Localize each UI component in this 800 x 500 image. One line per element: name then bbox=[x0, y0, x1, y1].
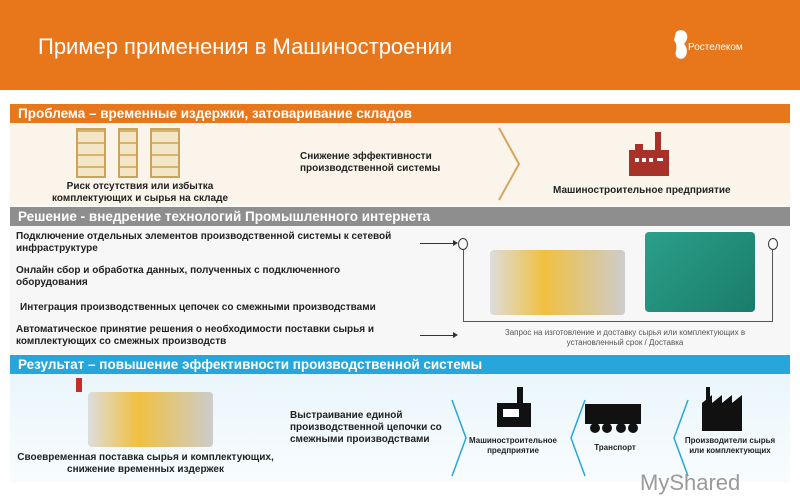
lathe-machine-image bbox=[88, 392, 213, 447]
transport-label: Транспорт bbox=[594, 443, 636, 452]
supplier-factory-icon bbox=[702, 387, 742, 431]
factory-icon bbox=[629, 132, 669, 176]
node-circle-icon bbox=[458, 238, 468, 250]
delivery-text: Своевременная поставка сырья и комплекту… bbox=[17, 452, 274, 475]
problem-header: Проблема – временные издержки, затоварив… bbox=[10, 104, 790, 123]
feedback-loop-line bbox=[463, 250, 773, 322]
efficiency-decrease-text: Снижение эффективности производственной … bbox=[300, 151, 441, 174]
logo-text: Ростелеком bbox=[688, 42, 743, 53]
railcar-icon bbox=[585, 404, 641, 433]
solution-item: Онлайн сбор и обработка данных, полученн… bbox=[16, 265, 341, 288]
factory-icon bbox=[497, 387, 531, 427]
chevron-separators bbox=[451, 399, 689, 477]
chain-text: Выстраивание единой производственной цеп… bbox=[290, 410, 442, 445]
enterprise-label: Машиностроительное предприятие bbox=[468, 436, 557, 455]
rolling-machine-image bbox=[645, 232, 755, 312]
lathe-machine-image bbox=[490, 250, 625, 315]
warehouse-shelves-icon bbox=[76, 128, 180, 178]
solution-item: Автоматическое принятие решения о необхо… bbox=[16, 324, 375, 347]
arrow-right-icon bbox=[420, 332, 458, 338]
arrow-right-icon bbox=[420, 240, 458, 246]
solution-item: Подключение отдельных элементов производ… bbox=[16, 231, 392, 254]
chevron-right-icon bbox=[498, 127, 521, 201]
node-circle-icon bbox=[768, 238, 778, 250]
request-caption: Запрос на изготовление и доставку сырья … bbox=[504, 328, 746, 347]
header-banner bbox=[0, 0, 800, 90]
suppliers-label: Производители сырья или комплектующих bbox=[684, 436, 776, 455]
rostelecom-logo-icon bbox=[674, 30, 688, 59]
enterprise-label: Машиностроительное предприятие bbox=[553, 185, 731, 196]
risk-text: Риск отсутствия или избытка комплектующи… bbox=[51, 181, 229, 204]
wireless-sensor-icon bbox=[76, 378, 82, 392]
result-header: Результат – повышение эффективности прои… bbox=[10, 355, 790, 374]
solution-header: Решение - внедрение технологий Промышлен… bbox=[10, 207, 790, 226]
page-title: Пример применения в Машиностроении bbox=[38, 34, 453, 59]
solution-item: Интеграция производственных цепочек со с… bbox=[20, 302, 376, 313]
watermark: MyShared bbox=[640, 470, 741, 495]
